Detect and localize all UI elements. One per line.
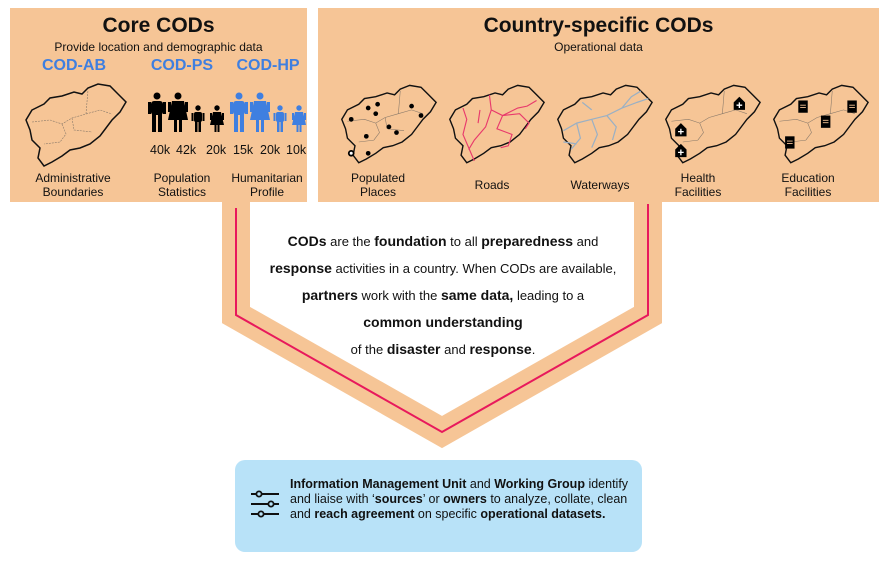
map-roads-icon <box>448 84 546 164</box>
information-management-box: Information Management Unit and Working … <box>235 460 642 552</box>
center-line-3: partners work with the same data, leadin… <box>301 287 585 303</box>
country-subtitle: Operational data <box>554 40 643 54</box>
hp-value-3: 10k <box>286 143 307 157</box>
cod-ps-label: COD-PS <box>150 57 214 74</box>
roads-label: Roads <box>474 178 510 192</box>
country-specific-cods-panel: Country-specific CODs Operational data P… <box>318 8 879 202</box>
people-black-icon <box>148 92 224 132</box>
hp-value-1: 15k <box>233 143 254 157</box>
center-line-2: response activities in a country. When C… <box>269 260 617 276</box>
center-line-1: CODs are the foundation to all preparedn… <box>287 233 599 249</box>
map-education-facilities-icon <box>772 84 870 164</box>
map-populated-places-icon <box>340 84 438 164</box>
center-line-5: of the disaster and response. <box>350 341 536 357</box>
cod-hp-label: COD-HP <box>236 57 300 74</box>
country-title: Country-specific CODs <box>483 14 714 37</box>
map-waterways-icon <box>556 84 654 164</box>
im-description: Information Management Unit and Working … <box>290 477 629 521</box>
sliders-icon <box>251 490 279 518</box>
waterways-label: Waterways <box>570 178 630 192</box>
core-title: Core CODs <box>102 14 215 37</box>
center-explanation: CODs are the foundation to all preparedn… <box>258 228 628 363</box>
cod-ab-label: COD-AB <box>42 57 106 74</box>
core-cods-panel: Core CODs Provide location and demograph… <box>10 8 307 202</box>
people-blue-icon <box>230 92 306 132</box>
core-subtitle: Provide location and demographic data <box>54 40 263 54</box>
hp-value-2: 20k <box>260 143 281 157</box>
ps-value-2: 42k <box>176 143 197 157</box>
center-line-4: common understanding <box>363 314 523 330</box>
map-health-facilities-icon <box>664 84 762 164</box>
map-admin-boundaries-icon <box>25 83 127 167</box>
ps-value-1: 40k <box>150 143 171 157</box>
ps-value-3: 20k <box>206 143 227 157</box>
